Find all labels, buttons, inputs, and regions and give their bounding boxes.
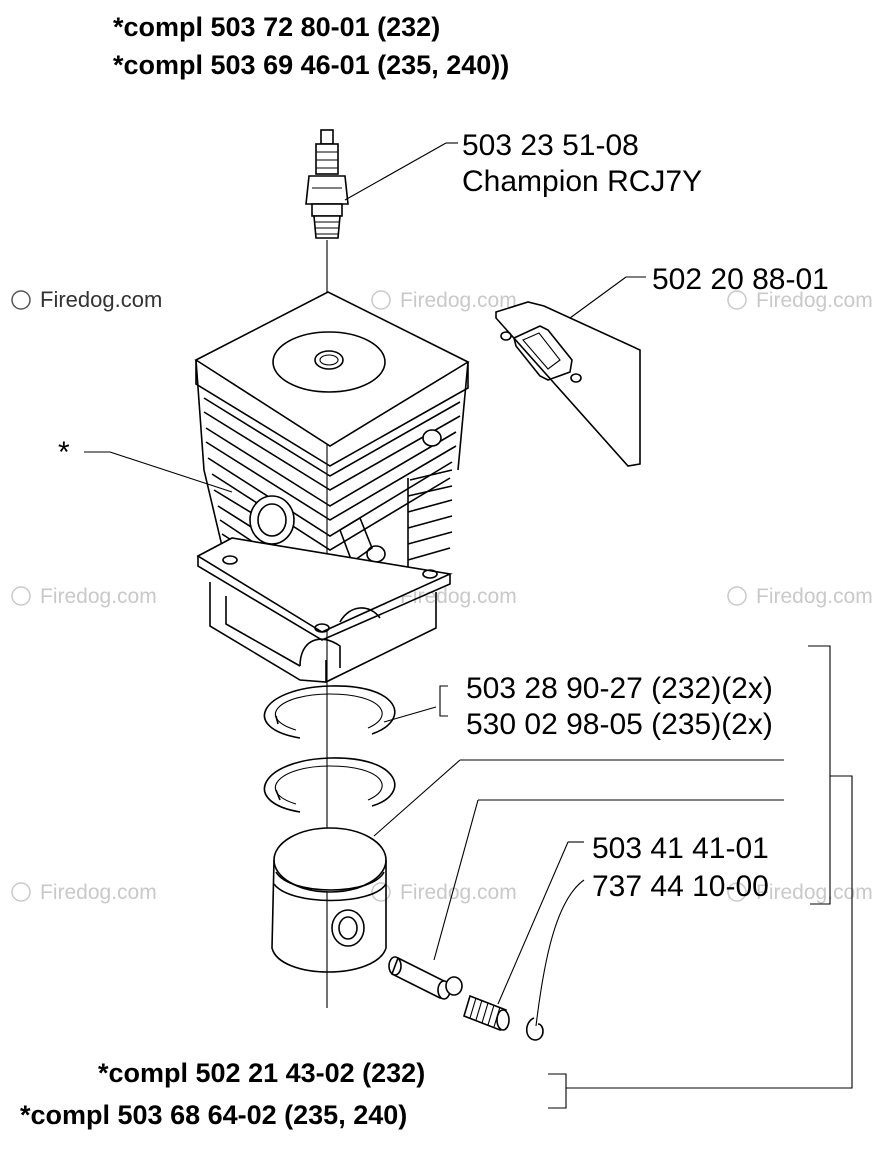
header-title-line1: *compl 503 72 80-01 (232): [113, 12, 440, 42]
spark-plug-part-number: 503 23 51-08: [462, 129, 639, 162]
leader-ring: [383, 706, 437, 723]
watermark-group: Firedog.com Firedog.com Firedog.com Fire…: [11, 287, 873, 904]
watermark: Firedog.com: [11, 881, 157, 904]
leader-cylinder: [109, 451, 233, 493]
group-bracket-footer: [548, 1073, 567, 1109]
circlip-part-number: 737 44 10-00: [592, 870, 769, 903]
svg-text:Firedog.com: Firedog.com: [40, 881, 157, 904]
svg-text:Firedog.com: Firedog.com: [756, 881, 873, 904]
group-connector: [566, 775, 853, 1089]
footer-title-line2: *compl 503 68 64-02 (235, 240): [20, 1100, 407, 1130]
gasket-part-number: 502 20 88-01: [652, 263, 829, 296]
leader-bearing: [497, 841, 569, 1005]
watermark: Firedog.com: [11, 287, 162, 312]
ring-bracket: [439, 685, 448, 717]
needle-bearing-drawing: [463, 994, 510, 1032]
circlip-drawing: [525, 1017, 544, 1041]
spark-plug-drawing: [305, 129, 349, 239]
svg-text:Firedog.com: Firedog.com: [756, 289, 873, 312]
watermark: Firedog.com: [371, 881, 517, 904]
leader-circlip: [535, 879, 585, 1027]
cylinder-marker: *: [58, 436, 70, 469]
watermark: Firedog.com: [727, 289, 873, 312]
group-bracket-piston: [808, 645, 831, 905]
watermark: Firedog.com: [371, 289, 517, 312]
svg-text:Firedog.com: Firedog.com: [400, 289, 517, 312]
spark-plug-name: Champion RCJ7Y: [462, 165, 702, 198]
exhaust-gasket-drawing: [495, 301, 641, 467]
piston-drawing: [271, 827, 387, 973]
header-title-line2: *compl 503 69 46-01 (235, 240)): [113, 50, 509, 80]
piston-ring-lower-drawing: [263, 757, 396, 813]
leader-spark-plug: [344, 142, 447, 201]
watermark: Firedog.com: [727, 881, 873, 904]
svg-text:Firedog.com: Firedog.com: [40, 585, 157, 608]
leader-piston: [373, 759, 461, 837]
leader-piston-pin: [433, 799, 479, 961]
cylinder-drawing: [194, 291, 470, 683]
ring-232-part-number: 503 28 90-27 (232)(2x): [466, 672, 773, 705]
piston-ring-upper-drawing: [263, 685, 396, 739]
ring-235-part-number: 530 02 98-05 (235)(2x): [466, 708, 773, 741]
piston-pin-drawing: [388, 956, 463, 1000]
footer-title-line1: *compl 502 21 43-02 (232): [98, 1058, 425, 1088]
svg-text:Firedog.com: Firedog.com: [400, 881, 517, 904]
leader-gasket: [569, 276, 627, 319]
bearing-part-number: 503 41 41-01: [592, 832, 769, 865]
svg-text:Firedog.com: Firedog.com: [756, 585, 873, 608]
svg-text:Firedog.com: Firedog.com: [400, 585, 517, 608]
svg-text:Firedog.com: Firedog.com: [40, 287, 162, 312]
watermark: Firedog.com: [11, 585, 157, 608]
watermark: Firedog.com: [727, 585, 873, 608]
